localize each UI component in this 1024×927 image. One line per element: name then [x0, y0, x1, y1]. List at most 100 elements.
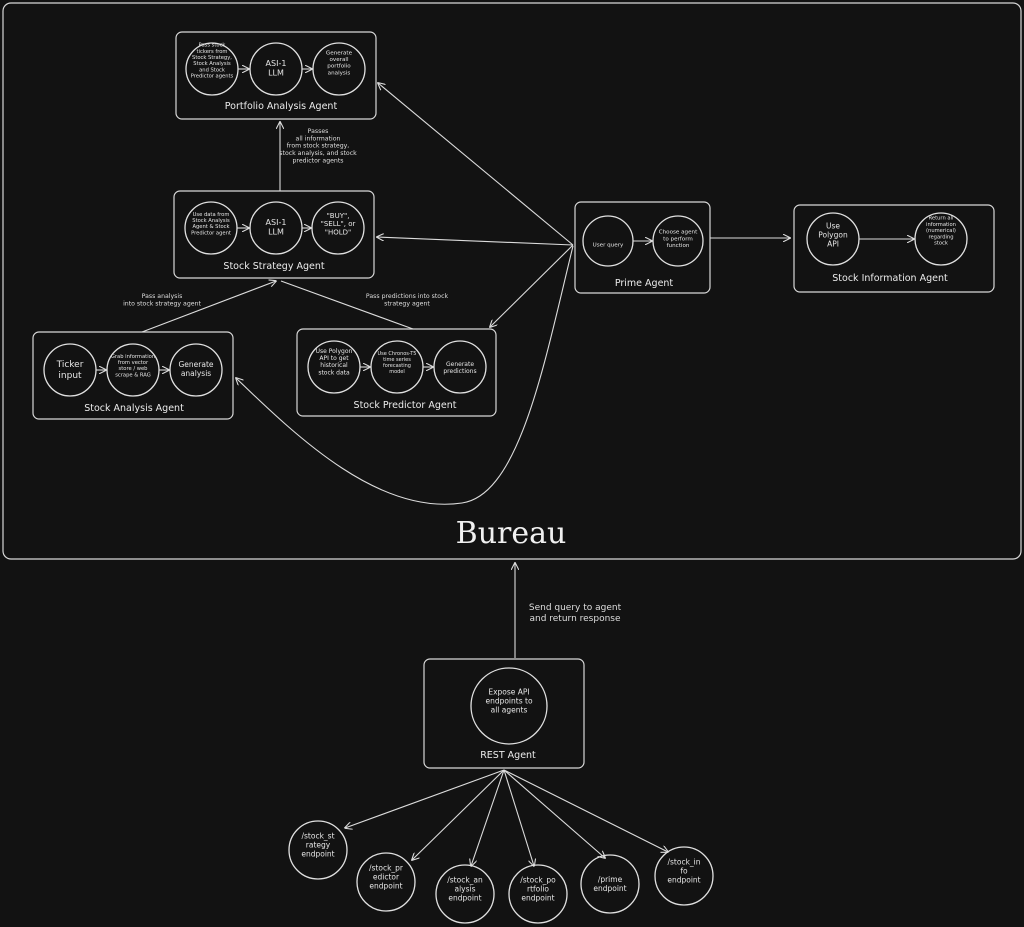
text-line: forecasting: [383, 363, 411, 369]
text-line: /stock_an: [447, 876, 483, 885]
text-line: endpoint: [448, 894, 481, 903]
text-line: endpoint: [369, 882, 402, 891]
text-line: Pass stock: [199, 43, 226, 49]
text-line: Use data from: [193, 212, 230, 218]
text-line: Choose agent: [659, 230, 698, 236]
text-line: model: [389, 369, 405, 375]
text-line: Polygon: [818, 231, 848, 240]
text-line: LLM: [268, 228, 284, 237]
text-line: /stock_po: [520, 876, 556, 885]
text-line: Ticker: [56, 360, 84, 370]
text-line: Stock Analysis: [192, 218, 230, 224]
text-line: from vector: [118, 360, 149, 366]
text-line: Send query to agent: [529, 603, 622, 613]
text-line: endpoint: [301, 850, 334, 859]
text-line: strategy agent: [384, 300, 430, 307]
text-line: "HOLD": [325, 229, 352, 237]
edge-prime-to-analysis: [236, 245, 574, 505]
text-line: rtfolio: [527, 885, 549, 894]
text-line: function: [667, 243, 690, 249]
text-line: Use Chronos-T5: [377, 351, 416, 357]
text-line: tickers from: [197, 49, 228, 55]
text-line: Predictor agent: [191, 230, 231, 236]
text-line: scrape & RAG: [115, 372, 151, 378]
text-line: Generate: [178, 360, 213, 369]
text-line: all agents: [491, 706, 528, 715]
text-line: Generate: [326, 50, 353, 56]
text-line: endpoint: [593, 884, 626, 893]
text-line: analysis: [181, 369, 211, 378]
text-line: from stock strategy,: [287, 143, 350, 150]
text-line: predictions: [443, 368, 476, 375]
endpoint-edges: [345, 769, 668, 866]
strategy-step3-text: "BUY","SELL", or"HOLD": [321, 212, 356, 237]
edge-prime-to-portfolio: [378, 83, 574, 246]
text-line: overall: [329, 57, 348, 63]
text-line: stock analysis, and stock: [279, 150, 357, 157]
edge-analysis-to-strategy: [141, 281, 276, 333]
text-line: predictor agents: [292, 158, 343, 165]
text-line: and return response: [529, 614, 621, 624]
text-line: /prime: [598, 875, 623, 884]
text-line: Pass analysis: [142, 293, 183, 300]
text-line: input: [58, 371, 82, 381]
text-line: into stock strategy agent: [123, 300, 201, 307]
text-line: historical: [320, 362, 348, 369]
prime-agent-title: Prime Agent: [615, 278, 674, 289]
text-line: regarding: [928, 234, 953, 240]
bureau-container: [2, 2, 1022, 560]
text-line: Use Polygon: [316, 348, 353, 355]
text-line: Agent & Stock: [192, 224, 229, 230]
text-line: /stock_pr: [369, 864, 404, 873]
text-line: Stock Analysis: [193, 61, 231, 67]
text-line: Predictor agents: [191, 74, 234, 80]
edge-predictor-to-strategy: [280, 280, 414, 330]
text-line: ASI-1: [266, 218, 287, 227]
text-line: and Stock: [199, 67, 225, 73]
edge-prime-to-strategy: [377, 237, 574, 246]
text-line: endpoint: [667, 876, 700, 885]
text-line: analysis: [328, 70, 351, 76]
text-line: stock: [934, 241, 948, 247]
text-line: "BUY",: [327, 212, 350, 220]
info-agent-title: Stock Information Agent: [832, 273, 948, 284]
text-line: alysis: [454, 885, 475, 894]
strategy-agent-title: Stock Strategy Agent: [223, 261, 324, 272]
text-line: Use: [826, 222, 840, 231]
text-line: /stock_in: [667, 858, 700, 867]
text-line: ASI-1: [266, 59, 287, 68]
text-line: all information: [296, 135, 341, 142]
bureau-label: Bureau: [456, 516, 567, 551]
text-line: edictor: [373, 873, 400, 882]
text-line: information: [926, 222, 956, 228]
text-line: store / web: [119, 366, 149, 372]
text-line: (numerical): [926, 228, 956, 234]
